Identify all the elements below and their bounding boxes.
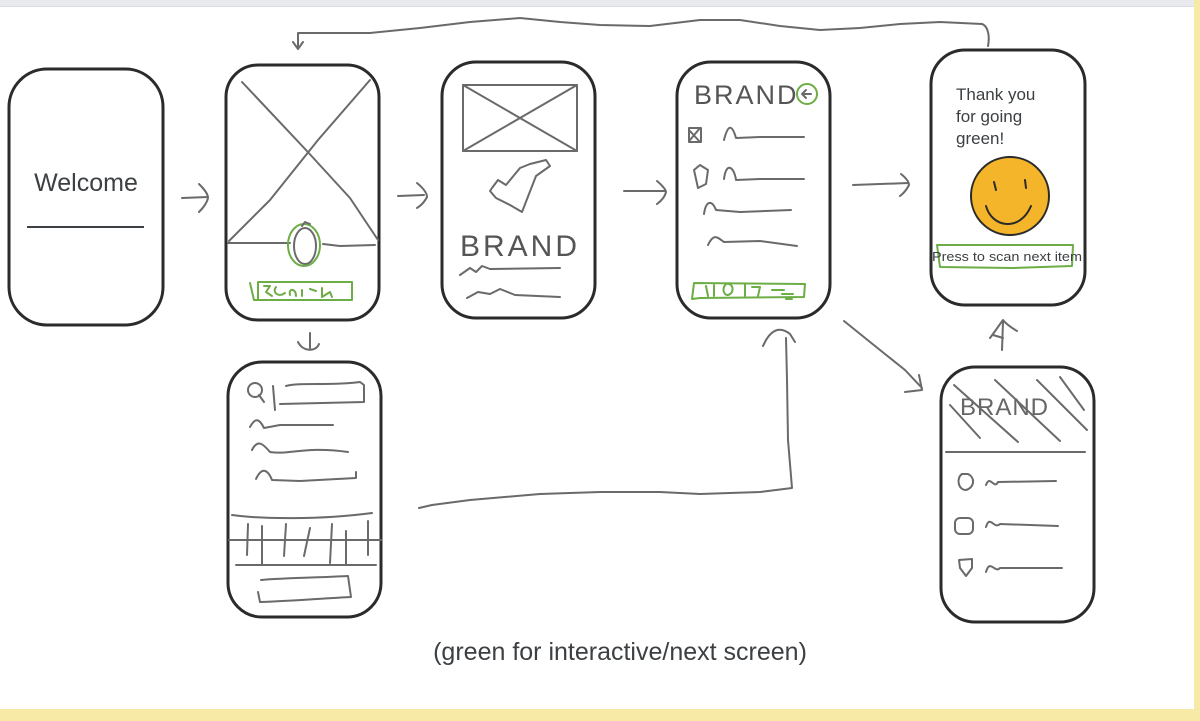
- image-placeholder: [462, 84, 578, 152]
- search-input: [272, 381, 365, 411]
- divider-line: [227, 242, 376, 247]
- screen-brand-detail: BRAND: [939, 365, 1096, 624]
- more-button[interactable]: [691, 282, 806, 300]
- flow-arrow: [181, 183, 209, 213]
- recycle-leaf-icon: [489, 159, 551, 213]
- flow-arrow-down: [297, 332, 320, 351]
- header-hatching: [949, 376, 1088, 443]
- back-button[interactable]: [796, 83, 818, 105]
- search-submit-button: [257, 575, 352, 603]
- flow-arrow-search-to-list: [418, 328, 796, 509]
- flow-arrow: [852, 173, 910, 197]
- loop-back-arrow: [292, 17, 990, 50]
- item-icon: [688, 127, 702, 143]
- thank-you-line-1: Thank you: [956, 85, 1035, 104]
- thank-you-line-2: for going: [956, 107, 1022, 126]
- scan-next-item-button[interactable]: Press to scan next item: [932, 244, 1082, 269]
- search-icon: [247, 382, 265, 403]
- screen-search: [226, 360, 383, 619]
- item-icon: [693, 164, 709, 189]
- brand-label: BRAND: [460, 230, 580, 263]
- scan-next-item-label: Press to scan next item: [932, 249, 1082, 264]
- list-item-icon: [958, 558, 973, 577]
- keyboard-sketch: [228, 512, 382, 566]
- right-accent-bar: [1194, 0, 1200, 721]
- flow-arrow: [623, 180, 667, 205]
- image-placeholder-cross: [241, 81, 379, 241]
- screen-thank-you: Thank you for going green! Press to scan…: [929, 48, 1087, 307]
- list-item-icon: [954, 517, 974, 535]
- shutter-button[interactable]: [287, 221, 321, 267]
- thank-you-line-3: green!: [956, 129, 1004, 148]
- bottom-accent-bar: [0, 709, 1200, 721]
- top-toolbar-edge: [0, 0, 1200, 7]
- list-item-icon: [957, 473, 974, 491]
- flow-arrow: [397, 182, 428, 209]
- diagram-caption: (green for interactive/next screen): [433, 638, 807, 666]
- screen-brand-info: BRAND: [440, 60, 597, 320]
- search-button[interactable]: [249, 281, 353, 301]
- smiley-face-icon: [970, 156, 1050, 236]
- brand-label: BRAND: [694, 80, 799, 110]
- screen-brand-list: BRAND: [675, 60, 832, 320]
- flow-arrow-diagonal: [843, 320, 923, 393]
- screen-scan: [224, 63, 381, 322]
- flow-arrow-up: [989, 319, 1018, 351]
- welcome-label: Welcome: [34, 169, 138, 197]
- screen-welcome: Welcome: [7, 67, 165, 327]
